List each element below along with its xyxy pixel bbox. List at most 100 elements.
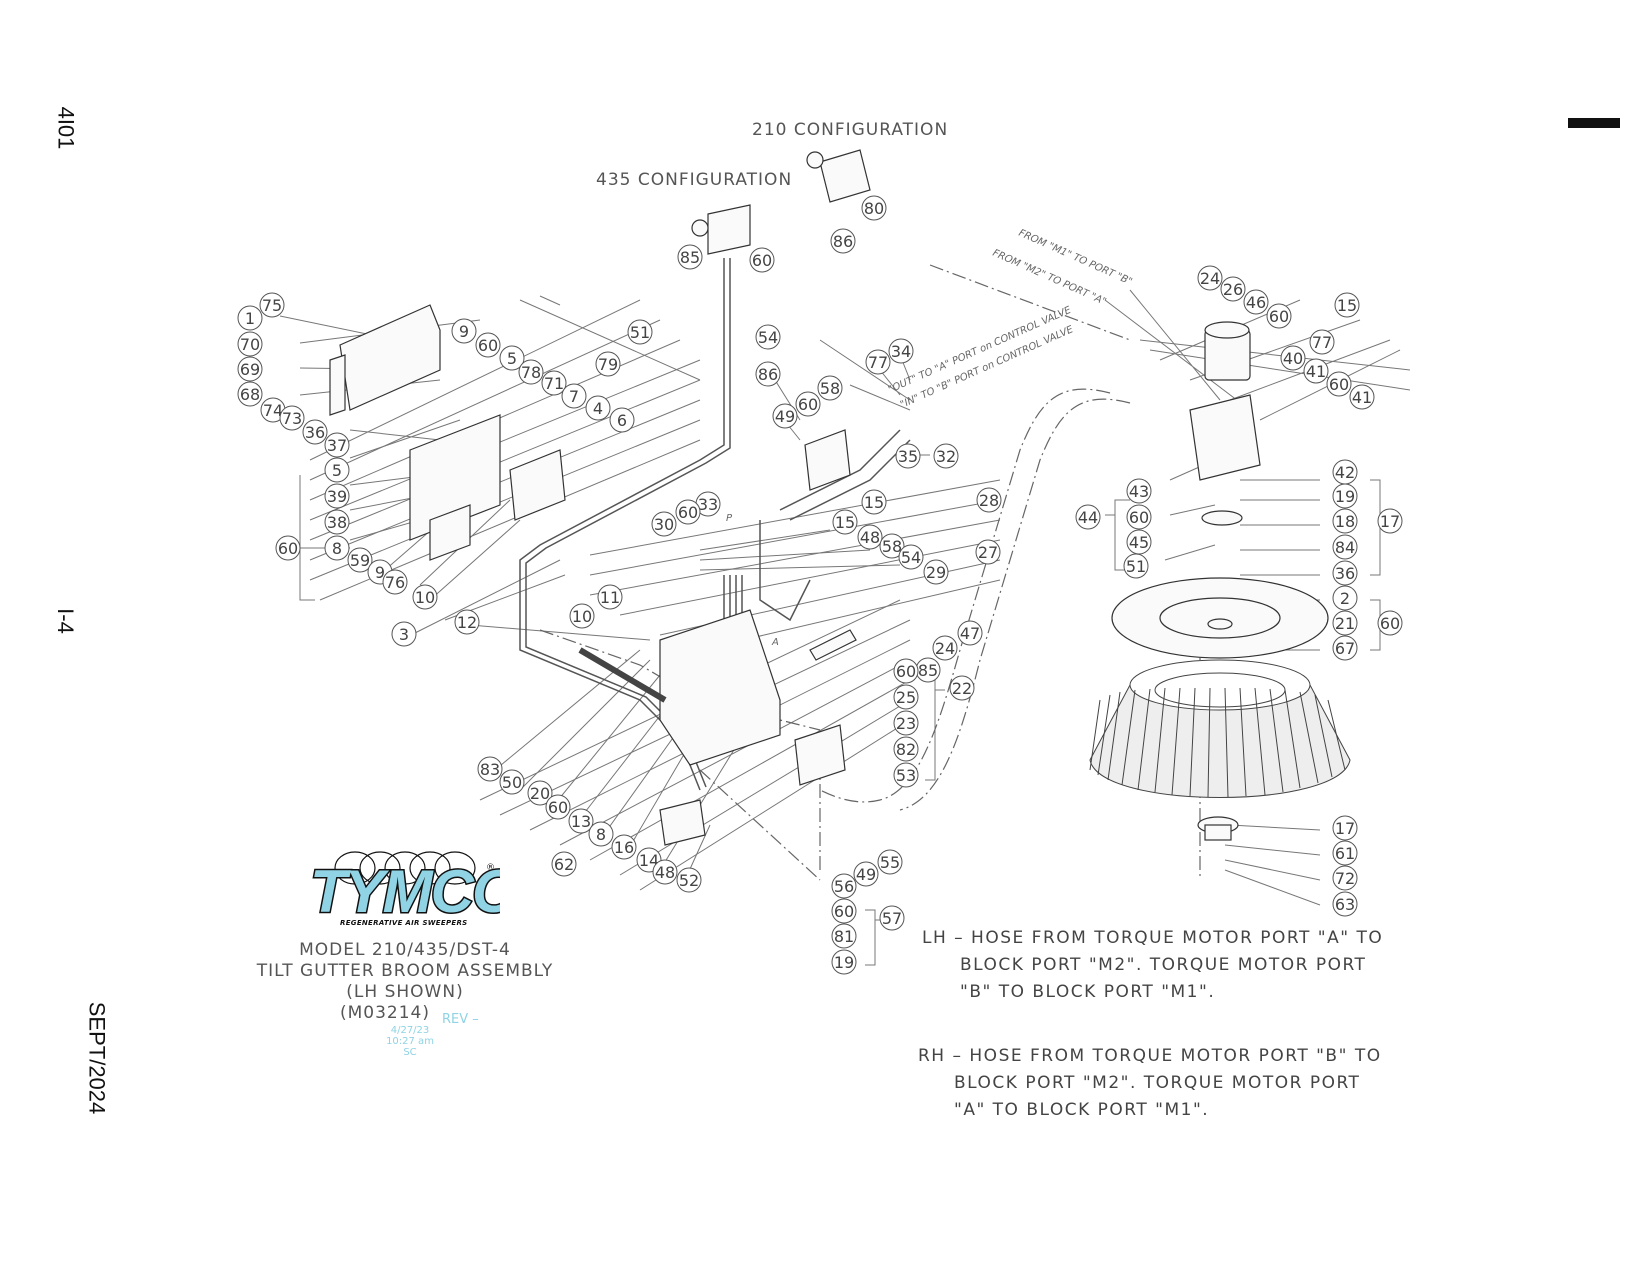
callout-number: 19 [834,953,854,972]
callout-number: 38 [327,513,347,532]
callout-number: 37 [327,436,347,455]
leader-lines [279,289,1411,966]
callout-balloon: 76 [382,569,408,595]
callout-balloon: 58 [817,375,843,401]
callout-circle [877,849,903,875]
callout-number: 58 [820,379,840,398]
callout-circle [893,762,919,788]
callout-circle [755,324,781,350]
marker-a-label: A [771,637,779,648]
callout-number: 10 [572,607,592,626]
callout-circle [475,332,501,358]
callout-circle [1377,610,1403,636]
callout-circle [1123,553,1149,579]
callout-balloon: 54 [755,324,781,350]
callout-circle [1280,345,1306,371]
callout-balloon: 24 [1197,265,1223,291]
callout-balloon: 71 [541,370,567,396]
callout-circle [1126,478,1152,504]
callout-balloon: 50 [499,769,525,795]
callout-number: 53 [896,766,916,785]
callout-circle [237,381,263,407]
callout-number: 49 [856,865,876,884]
callout-balloon: 8 [588,821,614,847]
callout-number: 25 [896,688,916,707]
callout-balloon: 16 [611,834,637,860]
callout-balloon: 86 [830,228,856,254]
gutter-broom [1089,659,1351,798]
callout-balloon: 29 [923,559,949,585]
callout-number: 52 [679,871,699,890]
callout-number: 60 [1380,614,1400,633]
callout-balloon: 5 [324,457,350,483]
callout-balloon: 79 [595,351,621,377]
callout-number: 77 [868,353,888,372]
callout-number: 9 [459,322,469,341]
callout-balloon: 44 [1075,504,1101,530]
callout-balloon: 43 [1126,478,1152,504]
callout-number: 51 [1126,557,1146,576]
callout-balloon: 9 [451,318,477,344]
callout-number: 85 [918,661,938,680]
callout-number: 75 [262,296,282,315]
callout-circle [627,319,653,345]
callout-circle [651,511,677,537]
callout-circle [324,483,350,509]
callout-number: 40 [1283,349,1303,368]
registered-mark: ® [486,863,495,873]
callout-circle [893,736,919,762]
callout-number: 8 [596,825,606,844]
callout-balloon: 62 [551,851,577,877]
callout-circle [545,794,571,820]
from-m1-label: FROM "M1" TO PORT "B" [1017,228,1134,288]
callout-circle [237,331,263,357]
callout-number: 36 [1335,564,1355,583]
callout-number: 17 [1335,819,1355,838]
callout-circle [879,533,905,559]
callout-circle [1349,384,1375,410]
callout-number: 56 [834,877,854,896]
callout-circle [865,349,891,375]
callout-balloon: 52 [676,867,702,893]
callout-number: 48 [860,528,880,547]
callout-number: 61 [1335,844,1355,863]
callout-circle [518,359,544,385]
lh-note-line2: BLOCK PORT "M2". TORQUE MOTOR PORT [960,955,1367,975]
callout-number: 60 [548,798,568,817]
callout-number: 48 [655,863,675,882]
callout-number: 54 [901,548,921,567]
callout-balloon: 15 [861,489,887,515]
callout-balloon: 6 [609,407,635,433]
callout-balloon: 55 [877,849,903,875]
callout-number: 83 [480,760,500,779]
callout-number: 39 [327,487,347,506]
callout-balloon: 86 [755,361,781,387]
callout-balloon: 54 [898,544,924,570]
callout-balloon: 60 [831,898,857,924]
callout-circle [324,457,350,483]
callout-balloon: 3 [391,621,417,647]
callout-number: 42 [1335,463,1355,482]
callout-balloon: 73 [279,405,305,431]
callout-circle [1326,371,1352,397]
callout-circle [879,905,905,931]
callout-balloon: 8 [324,535,350,561]
callout-circle [568,808,594,834]
callout-circle [1334,292,1360,318]
callout-circle [1303,358,1329,384]
callout-number: 3 [399,625,409,644]
callout-circle [831,949,857,975]
callout-balloon: 2 [1332,585,1358,611]
callout-balloon: 77 [865,349,891,375]
rh-note: RH – HOSE FROM TORQUE MOTOR PORT "B" TO … [918,1043,1382,1124]
callout-balloon: 60 [275,535,301,561]
stamp-initials: SC [403,1047,417,1058]
callout-number: 29 [926,563,946,582]
lh-note: LH – HOSE FROM TORQUE MOTOR PORT "A" TO … [922,925,1383,1006]
callout-number: 46 [1246,293,1266,312]
callout-number: 30 [654,515,674,534]
callout-circle [324,432,350,458]
callout-number: 22 [952,679,972,698]
callout-number: 23 [896,714,916,733]
callout-balloon: 10 [569,603,595,629]
